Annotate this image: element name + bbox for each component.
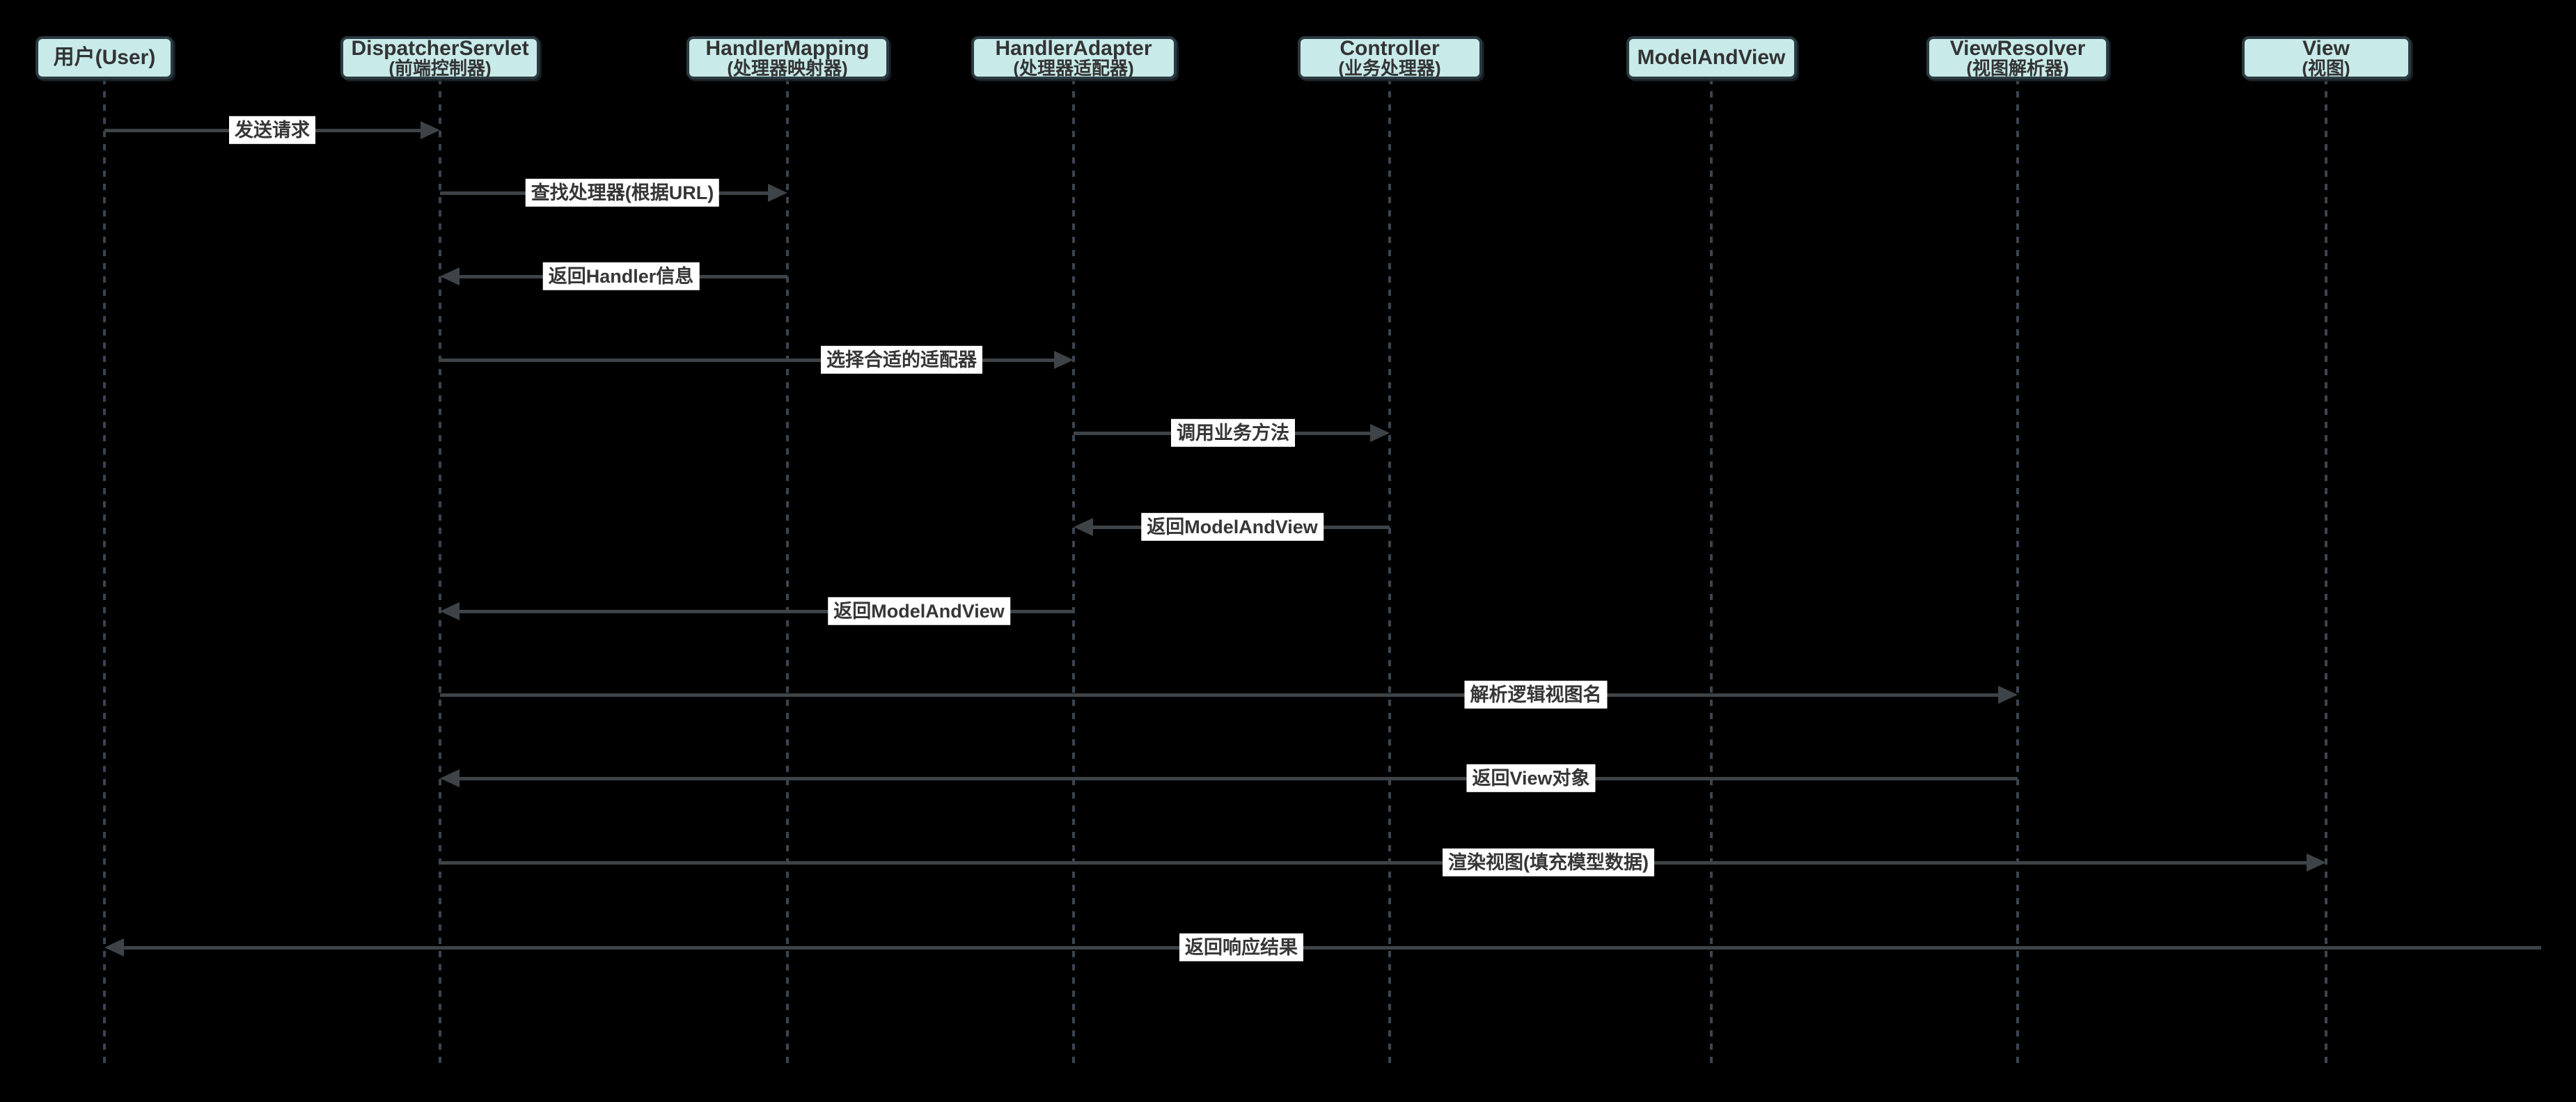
message-line-10 — [440, 861, 2309, 865]
message-label-10: 渲染视图(填充模型数据) — [1443, 848, 1654, 877]
message-arrowhead-3 — [440, 267, 460, 285]
participant-subtitle: (视图) — [2302, 58, 2350, 79]
lifeline-adapter — [1072, 78, 1075, 1063]
participant-name: 用户(User) — [53, 46, 156, 70]
message-arrowhead-9 — [440, 769, 460, 787]
message-label-4: 选择合适的适配器 — [821, 345, 982, 375]
participant-subtitle: (视图解析器) — [1966, 58, 2069, 79]
participant-dispatcher: DispatcherServlet(前端控制器) — [340, 36, 540, 79]
lifeline-user — [103, 78, 106, 1063]
participant-viewresolver: ViewResolver(视图解析器) — [1926, 36, 2109, 79]
message-label-11: 返回响应结果 — [1179, 933, 1303, 962]
message-line-7 — [457, 610, 1074, 613]
message-arrowhead-5 — [1370, 424, 1390, 442]
message-line-11 — [121, 946, 2541, 950]
lifeline-modelandview — [1710, 78, 1713, 1063]
participant-name: ViewResolver — [1949, 36, 2086, 60]
lifeline-dispatcher — [439, 78, 441, 1063]
participant-name: ModelAndView — [1637, 46, 1786, 70]
participant-modelandview: ModelAndView — [1626, 36, 1797, 79]
lifeline-mapping — [786, 78, 789, 1063]
participant-mapping: HandlerMapping(处理器映射器) — [686, 36, 889, 79]
message-arrowhead-7 — [440, 602, 460, 620]
participant-adapter: HandlerAdapter(处理器适配器) — [971, 36, 1177, 79]
message-arrowhead-11 — [104, 938, 124, 957]
participant-name: HandlerMapping — [705, 36, 870, 60]
message-label-8: 解析逻辑视图名 — [1464, 680, 1608, 709]
message-line-8 — [440, 693, 2001, 697]
lifeline-controller — [1388, 78, 1391, 1063]
message-line-9 — [457, 777, 2018, 780]
participant-subtitle: (业务处理器) — [1338, 58, 1441, 79]
participant-name: HandlerAdapter — [995, 36, 1152, 60]
participant-name: DispatcherServlet — [351, 36, 529, 60]
participant-subtitle: (前端控制器) — [388, 58, 492, 79]
participant-view: View(视图) — [2241, 36, 2411, 79]
message-label-2: 查找处理器(根据URL) — [525, 178, 720, 207]
participant-controller: Controller(业务处理器) — [1297, 36, 1482, 79]
message-label-3: 返回Handler信息 — [542, 262, 700, 291]
lifeline-viewresolver — [2016, 78, 2019, 1063]
message-label-9: 返回View对象 — [1466, 764, 1596, 793]
participant-user: 用户(User) — [36, 36, 173, 79]
message-label-1: 发送请求 — [229, 116, 315, 145]
participant-subtitle: (处理器映射器) — [727, 58, 848, 79]
participant-name: Controller — [1340, 36, 1440, 60]
message-line-4 — [440, 359, 1057, 362]
message-label-6: 返回ModelAndView — [1141, 512, 1324, 542]
message-arrowhead-4 — [1054, 351, 1074, 369]
lifeline-view — [2325, 78, 2327, 1063]
message-label-5: 调用业务方法 — [1171, 418, 1295, 448]
message-arrowhead-2 — [768, 184, 787, 202]
message-arrowhead-8 — [1998, 686, 2018, 704]
message-arrowhead-1 — [421, 121, 440, 139]
participant-subtitle: (处理器适配器) — [1013, 58, 1134, 79]
message-label-7: 返回ModelAndView — [828, 597, 1010, 626]
message-arrowhead-6 — [1074, 518, 1093, 536]
message-arrowhead-10 — [2307, 853, 2326, 872]
participant-name: View — [2302, 36, 2350, 60]
